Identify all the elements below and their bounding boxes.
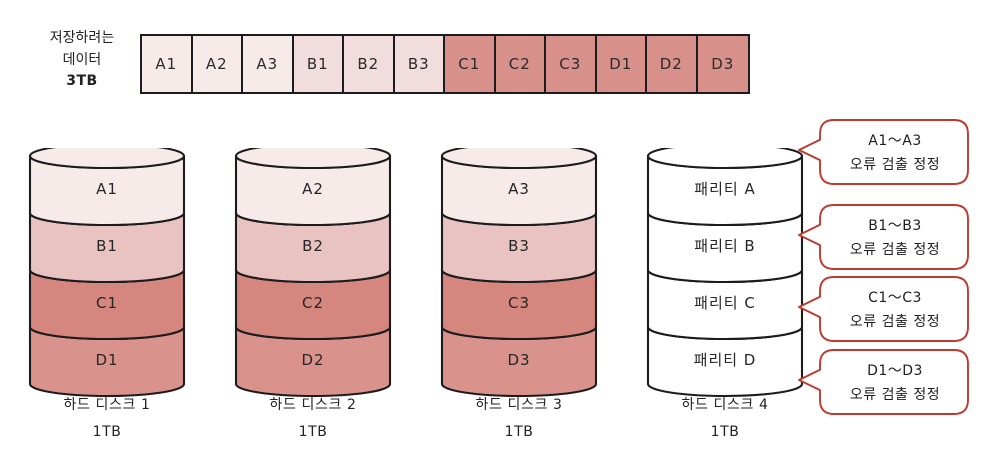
callout-bubble-b: B1～B3 오류 검출 정정 xyxy=(798,203,970,271)
disk-stack-3: D3 C3 B3 A3 xyxy=(436,148,602,406)
callout-bubble-shape xyxy=(798,119,969,185)
callout-range-b: B1～B3 xyxy=(868,218,922,234)
callout-bubble-c: C1～C3 오류 검출 정정 xyxy=(798,275,970,343)
data-block: D2 xyxy=(647,36,698,92)
source-label-capacity: 3TB xyxy=(66,73,98,90)
data-block: D1 xyxy=(596,36,647,92)
disk-segment-label: C2 xyxy=(302,294,324,312)
disk-segment-label: A3 xyxy=(508,180,530,198)
callout-bubble-d: D1～D3 오류 검출 정정 xyxy=(798,348,970,416)
disk-segment-label: 패리티 C xyxy=(694,294,756,312)
data-block: B1 xyxy=(293,36,344,92)
callout-bubble-a: A1～A3 오류 검출 정정 xyxy=(798,118,970,186)
callout-text-a: 오류 검출 정정 xyxy=(849,157,941,173)
data-block: A2 xyxy=(192,36,243,92)
source-label-line1: 저장하려는 xyxy=(49,30,115,46)
disk-name-3: 하드 디스크 3 xyxy=(475,397,563,413)
disk-name-4: 하드 디스크 4 xyxy=(681,397,769,413)
disk-caption-2: 하드 디스크 2 1TB xyxy=(230,392,396,447)
disk-segment xyxy=(646,148,804,170)
disk-segment-label: B2 xyxy=(302,237,324,255)
disk-segment-label: C1 xyxy=(96,294,118,312)
callout-text-b: 오류 검출 정정 xyxy=(849,242,941,258)
disk-segment-label: C3 xyxy=(508,294,530,312)
disk-segment-label: D3 xyxy=(507,351,530,369)
disk-capacity-3: 1TB xyxy=(504,424,534,441)
disk-segment xyxy=(440,148,598,170)
disk-segment-label: A1 xyxy=(96,180,118,198)
callout-range-a: A1～A3 xyxy=(868,133,922,149)
disk-segment-label: B1 xyxy=(96,237,118,255)
disk-capacity-1: 1TB xyxy=(92,424,122,441)
disk-segment-label: D2 xyxy=(301,351,324,369)
data-block: B3 xyxy=(394,36,445,92)
disk-segment-label: D1 xyxy=(95,351,118,369)
disk-capacity-2: 1TB xyxy=(298,424,328,441)
disk-caption-3: 하드 디스크 3 1TB xyxy=(436,392,602,447)
callout-text-d: 오류 검출 정정 xyxy=(849,387,941,403)
data-block: D3 xyxy=(697,36,748,92)
data-block: A1 xyxy=(142,36,193,92)
data-block: A3 xyxy=(243,36,294,92)
disk-stack-4: 패리티 D 패리티 C 패리티 B 패리티 A xyxy=(642,148,808,406)
disk-segment xyxy=(234,148,392,170)
disk-segment-label: 패리티 A xyxy=(694,180,755,198)
data-block: C3 xyxy=(546,36,597,92)
source-data-label: 저장하려는 데이터 3TB xyxy=(26,28,138,93)
data-block: C2 xyxy=(495,36,546,92)
disk-segment-label: B3 xyxy=(508,237,530,255)
disk-segment xyxy=(28,148,186,170)
callout-bubble-shape xyxy=(798,204,969,270)
callout-bubble-shape xyxy=(798,349,969,415)
callout-range-c: C1～C3 xyxy=(868,290,922,306)
disk-capacity-4: 1TB xyxy=(710,424,740,441)
data-block: B2 xyxy=(344,36,395,92)
source-label-line2: 데이터 xyxy=(62,51,102,68)
disk-segment-label: 패리티 B xyxy=(694,237,755,255)
callout-range-d: D1～D3 xyxy=(867,363,923,379)
disk-segment-label: 패리티 D xyxy=(694,351,757,369)
disk-name-2: 하드 디스크 2 xyxy=(269,397,357,413)
callout-bubble-shape xyxy=(798,276,969,342)
disk-segment-label: A2 xyxy=(302,180,324,198)
callout-text-c: 오류 검출 정정 xyxy=(849,314,941,330)
disk-caption-4: 하드 디스크 4 1TB xyxy=(642,392,808,447)
disk-stack-1: D1 C1 B1 A1 xyxy=(24,148,190,406)
data-block: C1 xyxy=(445,36,496,92)
disk-caption-1: 하드 디스크 1 1TB xyxy=(24,392,190,447)
disk-stack-2: D2 C2 B2 A2 xyxy=(230,148,396,406)
disk-name-1: 하드 디스크 1 xyxy=(63,397,151,413)
